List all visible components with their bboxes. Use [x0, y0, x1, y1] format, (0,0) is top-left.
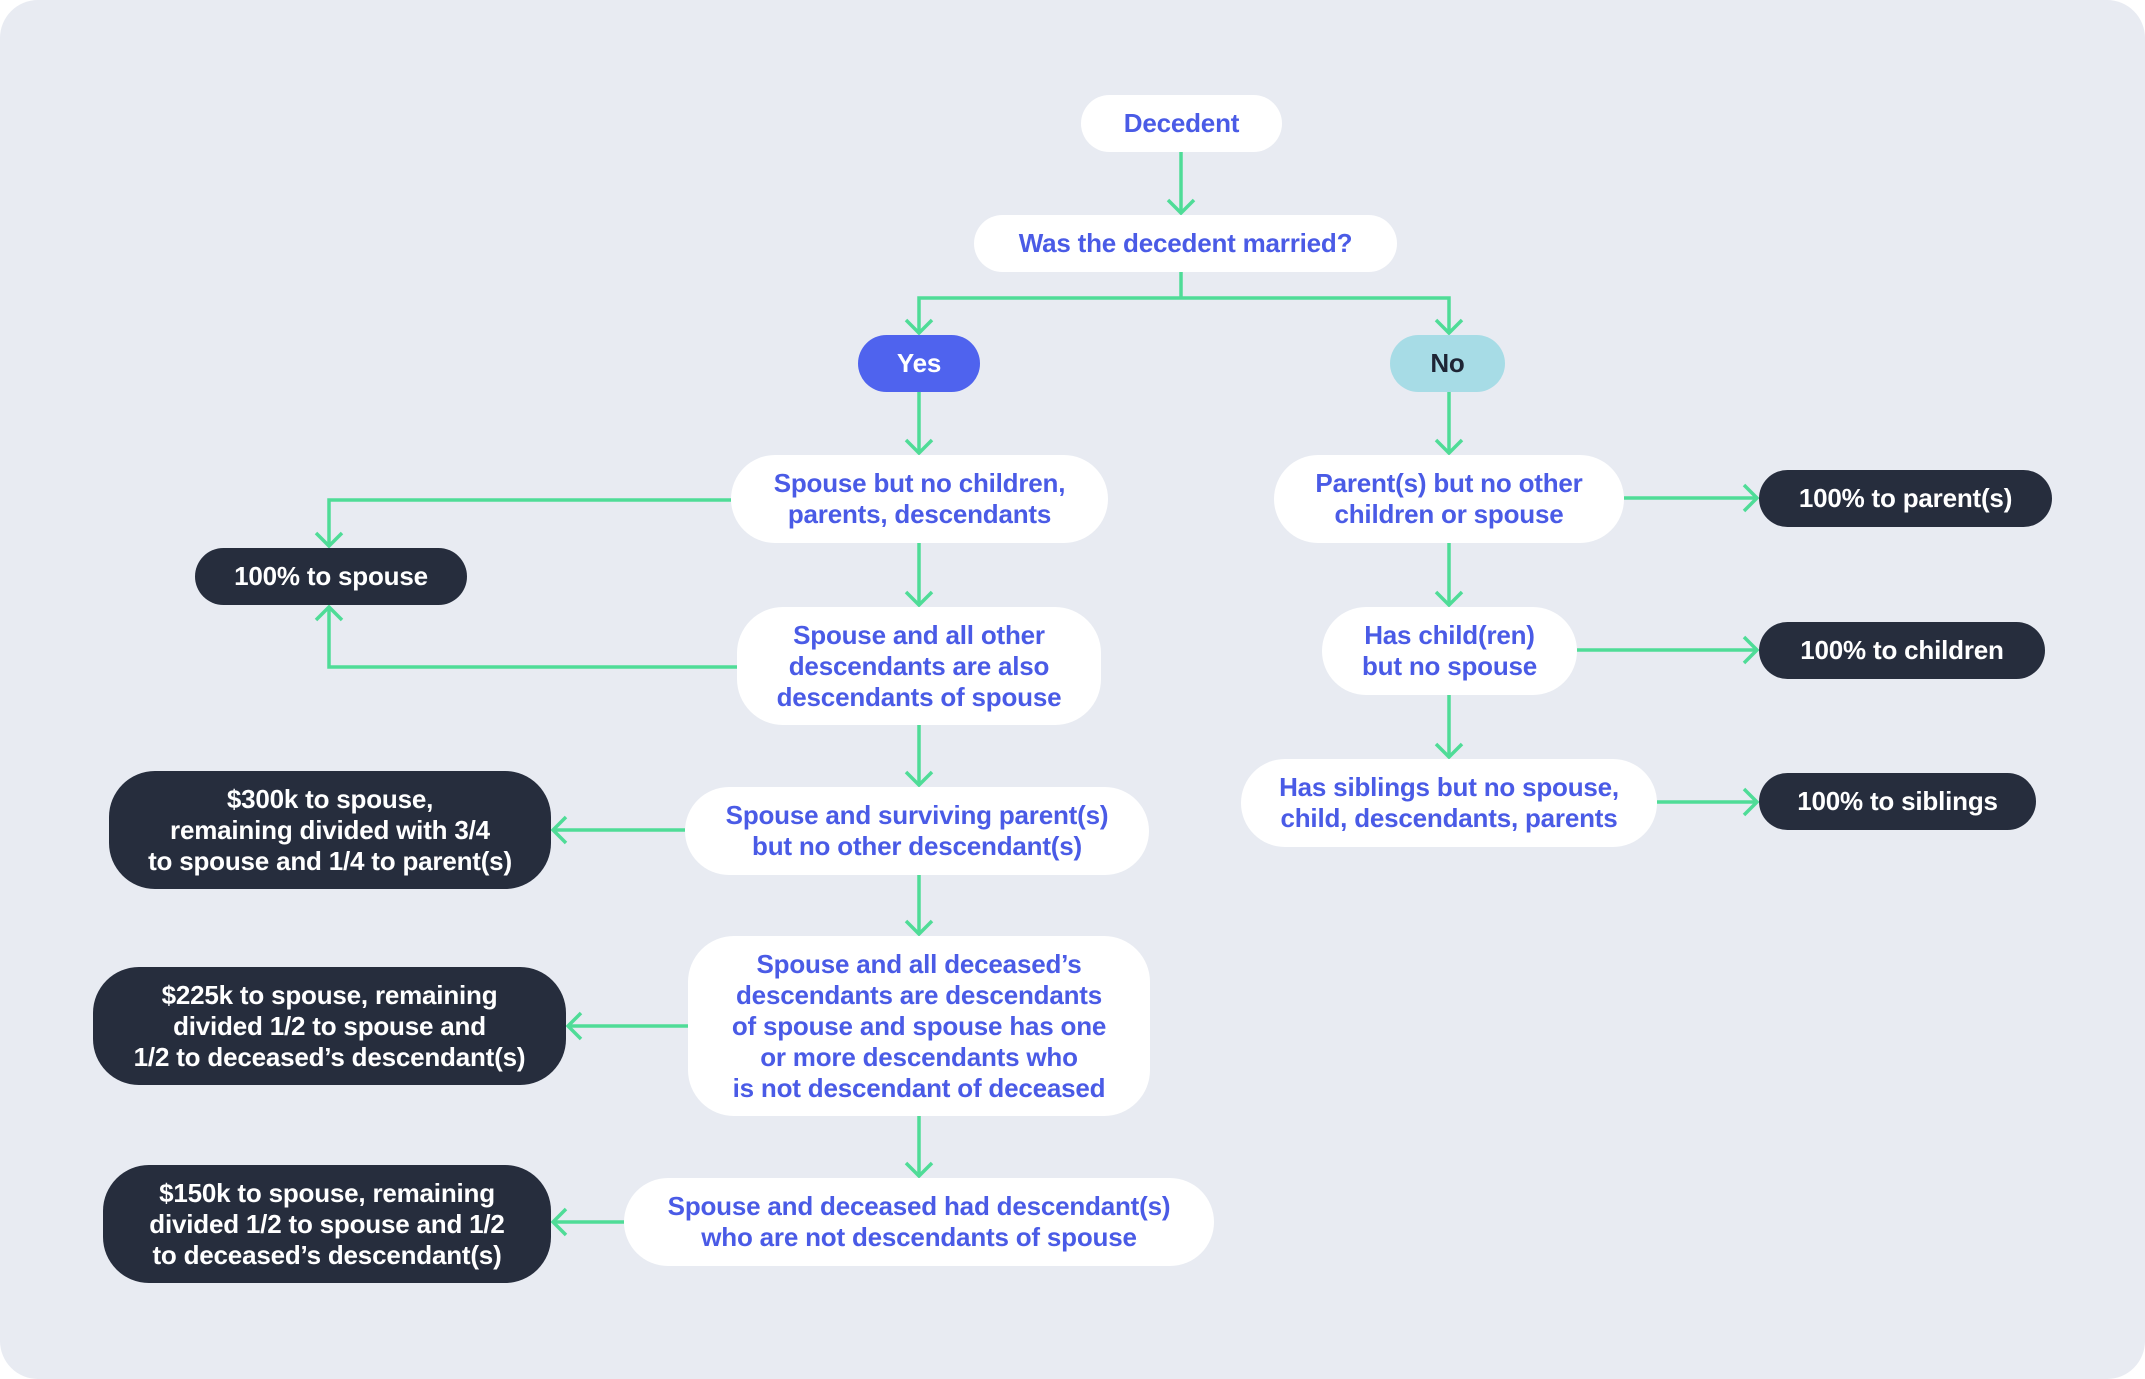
edge-c2-to-c3-arrowhead — [904, 770, 934, 788]
condition-spouse-has-other-descendants: Spouse and all deceased’s descendants ar… — [688, 936, 1150, 1116]
edge-c4-to-225k-arrowhead — [565, 1011, 583, 1041]
edge-c4-to-c5-arrowhead — [904, 1161, 934, 1179]
edge-question-to-no-arrowhead — [1434, 318, 1464, 336]
outcome-100-to-spouse: 100% to spouse — [195, 548, 467, 605]
edge-c2-to-spouse-arrowhead — [314, 604, 344, 622]
edge-yes-to-c1-arrowhead — [904, 438, 934, 456]
question-node-married: Was the decedent married? — [974, 215, 1397, 272]
edge-n2-to-children-arrowhead — [1742, 635, 1760, 665]
edge-question-to-yes-arrowhead — [904, 318, 934, 336]
edge-c3-to-300k-arrowhead — [550, 815, 568, 845]
condition-spouse-all-descendants-of-spouse: Spouse and all other descendants are als… — [737, 607, 1101, 725]
edge-question-to-yes — [917, 296, 1181, 333]
edge-decedent-to-question-arrowhead — [1166, 198, 1196, 216]
outcome-100-to-siblings: 100% to siblings — [1759, 773, 2036, 830]
condition-spouse-and-parents: Spouse and surviving parent(s) but no ot… — [685, 787, 1149, 875]
edge-c5-to-150k-arrowhead — [550, 1207, 568, 1237]
edge-c1-to-spouse — [327, 498, 731, 546]
edge-c1-to-c2-arrowhead — [904, 590, 934, 608]
edge-question-to-no — [1181, 296, 1451, 333]
edge-no-to-n1-arrowhead — [1434, 438, 1464, 456]
outcome-300k-to-spouse: $300k to spouse, remaining divided with … — [109, 771, 551, 889]
edge-n3-to-siblings-arrowhead — [1742, 787, 1760, 817]
edge-n1-to-parents-arrowhead — [1742, 483, 1760, 513]
condition-spouse-no-children: Spouse but no children, parents, descend… — [731, 455, 1108, 543]
edge-c2-to-spouse — [327, 607, 737, 669]
yes-pill: Yes — [858, 335, 980, 392]
condition-deceased-has-other-descendants: Spouse and deceased had descendant(s) wh… — [624, 1178, 1214, 1266]
outcome-225k-to-spouse: $225k to spouse, remaining divided 1/2 t… — [93, 967, 566, 1085]
condition-has-siblings: Has siblings but no spouse, child, desce… — [1241, 759, 1657, 847]
condition-parents-no-children: Parent(s) but no other children or spous… — [1274, 455, 1624, 543]
outcome-100-to-parents: 100% to parent(s) — [1759, 470, 2052, 527]
outcome-100-to-children: 100% to children — [1759, 622, 2045, 679]
condition-has-children: Has child(ren) but no spouse — [1322, 607, 1577, 695]
no-pill: No — [1390, 335, 1505, 392]
root-node-decedent: Decedent — [1081, 95, 1282, 152]
outcome-150k-to-spouse: $150k to spouse, remaining divided 1/2 t… — [103, 1165, 551, 1283]
edge-n1-to-n2-arrowhead — [1434, 590, 1464, 608]
edge-c3-to-c4-arrowhead — [904, 919, 934, 937]
edge-c1-to-spouse-arrowhead — [314, 531, 344, 549]
edge-n2-to-n3-arrowhead — [1434, 742, 1464, 760]
